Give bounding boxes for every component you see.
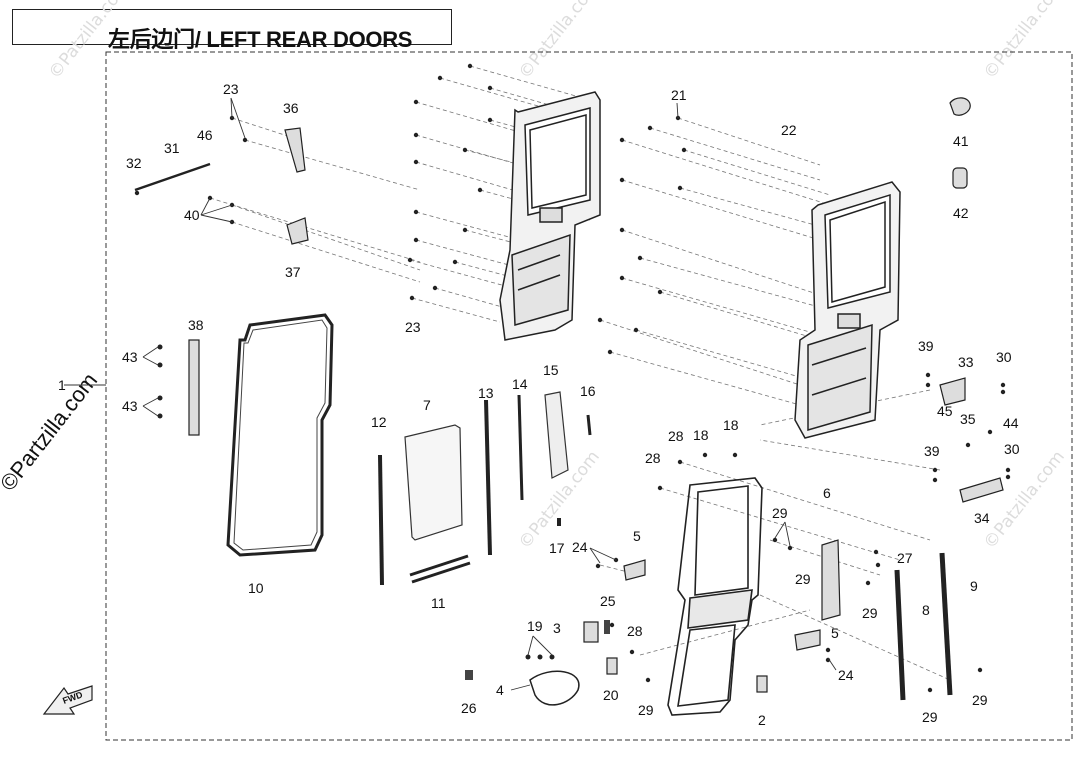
assembly-lines <box>209 65 951 681</box>
callout: 2 <box>758 712 766 728</box>
callout: 26 <box>461 700 477 716</box>
trim-panel <box>544 391 569 479</box>
callout: 5 <box>831 625 839 641</box>
callout: 44 <box>1003 415 1019 431</box>
callout: 35 <box>960 411 976 427</box>
callout: 29 <box>862 605 878 621</box>
diagram-border <box>105 51 1073 741</box>
rail-10 <box>939 552 953 696</box>
window-glass <box>404 424 463 541</box>
callout: 43 <box>122 398 138 414</box>
callout: 21 <box>671 87 687 103</box>
callout: 23 <box>223 81 239 97</box>
callout: 8 <box>922 602 930 618</box>
callout: 12 <box>371 414 387 430</box>
callout: 29 <box>795 571 811 587</box>
callout: 9 <box>970 578 978 594</box>
bracket-38 <box>188 339 200 436</box>
callout: 39 <box>918 338 934 354</box>
page-title: 左后边门/ LEFT REAR DOORS <box>108 27 413 52</box>
front-door-frame <box>499 91 601 341</box>
callout: 6 <box>823 485 831 501</box>
callout: 25 <box>600 593 616 609</box>
inner-door-frame <box>667 477 763 716</box>
callout: 10 <box>248 580 264 596</box>
callouts: 1 2 3 4 5 5 6 7 8 9 10 11 12 13 14 15 16… <box>58 81 1020 728</box>
callout: 30 <box>996 349 1012 365</box>
callout: 37 <box>285 264 301 280</box>
callout: 38 <box>188 317 204 333</box>
bolt-group <box>134 63 1011 693</box>
rail-9 <box>894 569 906 701</box>
callout: 1 <box>58 377 66 393</box>
callout: 29 <box>638 702 654 718</box>
callout: 22 <box>781 122 797 138</box>
fwd-arrow-icon: FWD <box>42 685 93 715</box>
callout: 20 <box>603 687 619 703</box>
callout: 43 <box>122 349 138 365</box>
door-seal <box>226 313 334 557</box>
callout: 30 <box>1004 441 1020 457</box>
callout: 36 <box>283 100 299 116</box>
strip-13 <box>378 454 384 586</box>
callout: 7 <box>423 397 431 413</box>
callout: 28 <box>645 450 661 466</box>
callout: 31 <box>164 140 180 156</box>
rear-door-frame <box>794 181 901 439</box>
callout: 11 <box>431 595 446 611</box>
title-box: 左后边门/ LEFT REAR DOORS <box>12 9 452 52</box>
callout: 19 <box>527 618 543 634</box>
callout: 29 <box>972 692 988 708</box>
callout: 28 <box>668 428 684 444</box>
callout: 45 <box>937 403 953 419</box>
callout: 16 <box>580 383 596 399</box>
callout: 39 <box>924 443 940 459</box>
callout: 24 <box>838 667 854 683</box>
callout: 33 <box>958 354 974 370</box>
callout: 40 <box>184 207 200 223</box>
callout: 4 <box>496 682 504 698</box>
cable-4 <box>529 670 580 706</box>
callout: 15 <box>543 362 559 378</box>
callout: 27 <box>897 550 913 566</box>
callout: 24 <box>572 539 588 555</box>
callout: 42 <box>953 205 969 221</box>
callout: 32 <box>126 155 142 171</box>
callout: 18 <box>723 417 739 433</box>
callout: 29 <box>922 709 938 725</box>
callout: 17 <box>549 540 565 556</box>
callout: 29 <box>772 505 788 521</box>
callout: 28 <box>627 623 643 639</box>
callout: 41 <box>953 133 969 149</box>
callout: 46 <box>197 127 213 143</box>
callout: 23 <box>405 319 421 335</box>
callout: 34 <box>974 510 990 526</box>
strip-15 <box>517 394 524 501</box>
callout: 3 <box>553 620 561 636</box>
window-regulator <box>821 539 841 621</box>
callout: 13 <box>478 385 494 401</box>
callout: 5 <box>633 528 641 544</box>
callout: 18 <box>693 427 709 443</box>
strip-14 <box>484 399 492 556</box>
callout: 14 <box>512 376 528 392</box>
